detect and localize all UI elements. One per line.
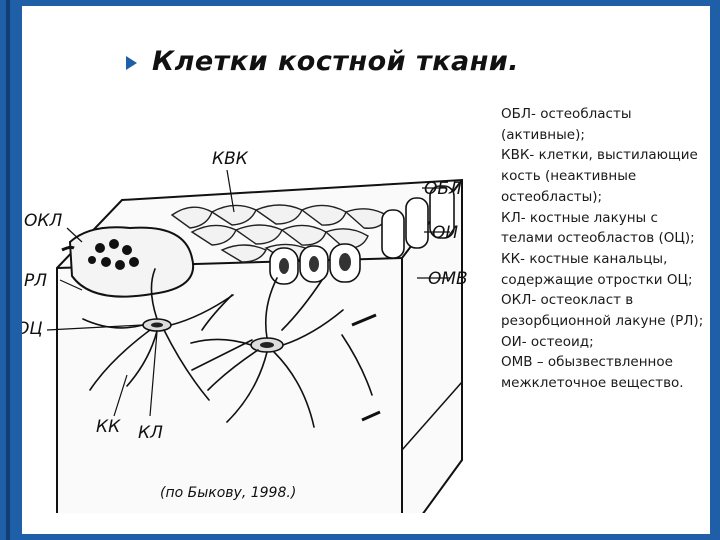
slide-frame-left [0,0,22,540]
label-okl: ОКЛ [24,211,62,231]
label-kk: КК [96,417,121,437]
figure-caption: (по Быкову, 1998.) [160,485,297,501]
label-obl: ОБЛ [424,179,462,199]
label-kl: КЛ [138,423,163,443]
bone-tissue-diagram: КВК ОБЛ ОКЛ ОИ РЛ ОМВ ОЦ КК КЛ [22,120,472,513]
label-rl: РЛ [24,271,47,291]
slide-title: Клетки костной ткани. [152,46,520,77]
slide-frame-right [710,0,720,540]
slide-frame-bottom [22,534,720,540]
legend-text: ОБЛ- остеобласты (активные); КВК- клетки… [501,106,704,392]
title-bullet-icon [126,56,137,70]
label-oc: ОЦ [22,319,43,339]
slide-frame-top [22,0,720,6]
label-omv: ОМВ [428,269,468,289]
label-oi: ОИ [432,223,458,243]
label-kvk: КВК [212,149,249,169]
